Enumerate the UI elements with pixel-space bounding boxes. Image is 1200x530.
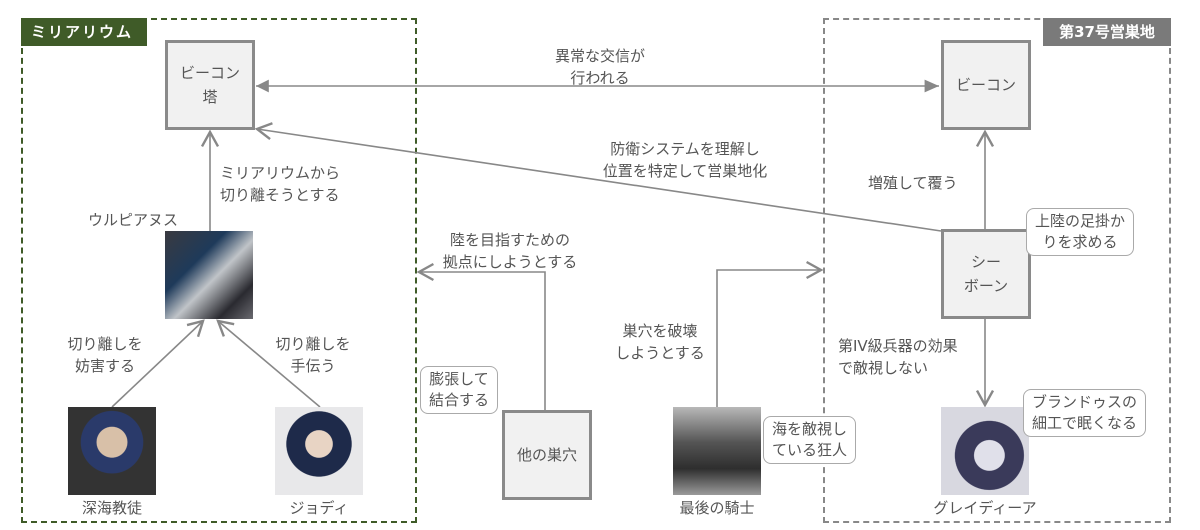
portrait-gladiia bbox=[941, 407, 1029, 495]
node-beacon-tower: ビーコン 塔 bbox=[165, 40, 255, 130]
label-deep-sea-believer: 深海教徒 bbox=[81, 499, 142, 517]
group-nest-37 bbox=[823, 18, 1171, 523]
callout-expand: 膨張して 結合する bbox=[420, 366, 499, 414]
edge-label-abnormal-comm: 異常な交信が 行われる bbox=[554, 47, 645, 87]
group-label-millirium: ミリアリウム bbox=[21, 18, 147, 46]
label-jodi: ジョディ bbox=[289, 499, 349, 517]
callout-madman: 海を敵視し ている狂人 bbox=[763, 416, 857, 464]
label-gladiia: グレイディーア bbox=[933, 499, 1037, 517]
edge-label-weapon: 第IV級兵器の効果 で敵視しない bbox=[838, 337, 958, 377]
label-ulpianus: ウルピアヌス bbox=[88, 211, 179, 229]
edge-label-base: 陸を目指すための 拠点にしようとする bbox=[442, 231, 578, 271]
portrait-jodi bbox=[275, 407, 363, 495]
node-other-nest: 他の巣穴 bbox=[502, 410, 592, 500]
group-millirium bbox=[21, 18, 417, 523]
edge-label-defense: 防衛システムを理解し 位置を特定して営巣地化 bbox=[602, 140, 768, 180]
edge-destroy bbox=[716, 260, 824, 407]
edge-label-separate: ミリアリウムから 切り離そうとする bbox=[220, 164, 341, 204]
edge-base bbox=[416, 262, 546, 410]
edge-label-proliferate: 増殖して覆う bbox=[868, 174, 958, 192]
edge-help bbox=[216, 319, 321, 408]
node-beacon: ビーコン bbox=[941, 40, 1031, 130]
node-seaborn: シー ボーン bbox=[941, 229, 1031, 319]
group-label-nest-37: 第37号営巣地 bbox=[1043, 18, 1171, 46]
callout-foothold: 上陸の足掛か りを求める bbox=[1026, 208, 1135, 256]
portrait-last-knight bbox=[673, 407, 761, 495]
callout-brandus: ブランドゥスの 細工で眠くなる bbox=[1023, 389, 1147, 437]
edge-label-hinder: 切り離しを 妨害する bbox=[67, 335, 143, 375]
edge-defense bbox=[254, 122, 942, 232]
edge-label-destroy: 巣穴を破壊 しようとする bbox=[615, 322, 705, 362]
portrait-deep-sea-believer bbox=[68, 407, 156, 495]
edge-hinder bbox=[111, 319, 205, 408]
edge-label-help: 切り離しを 手伝う bbox=[275, 335, 351, 375]
label-last-knight: 最後の騎士 bbox=[679, 499, 755, 517]
portrait-ulpianus bbox=[165, 231, 253, 319]
